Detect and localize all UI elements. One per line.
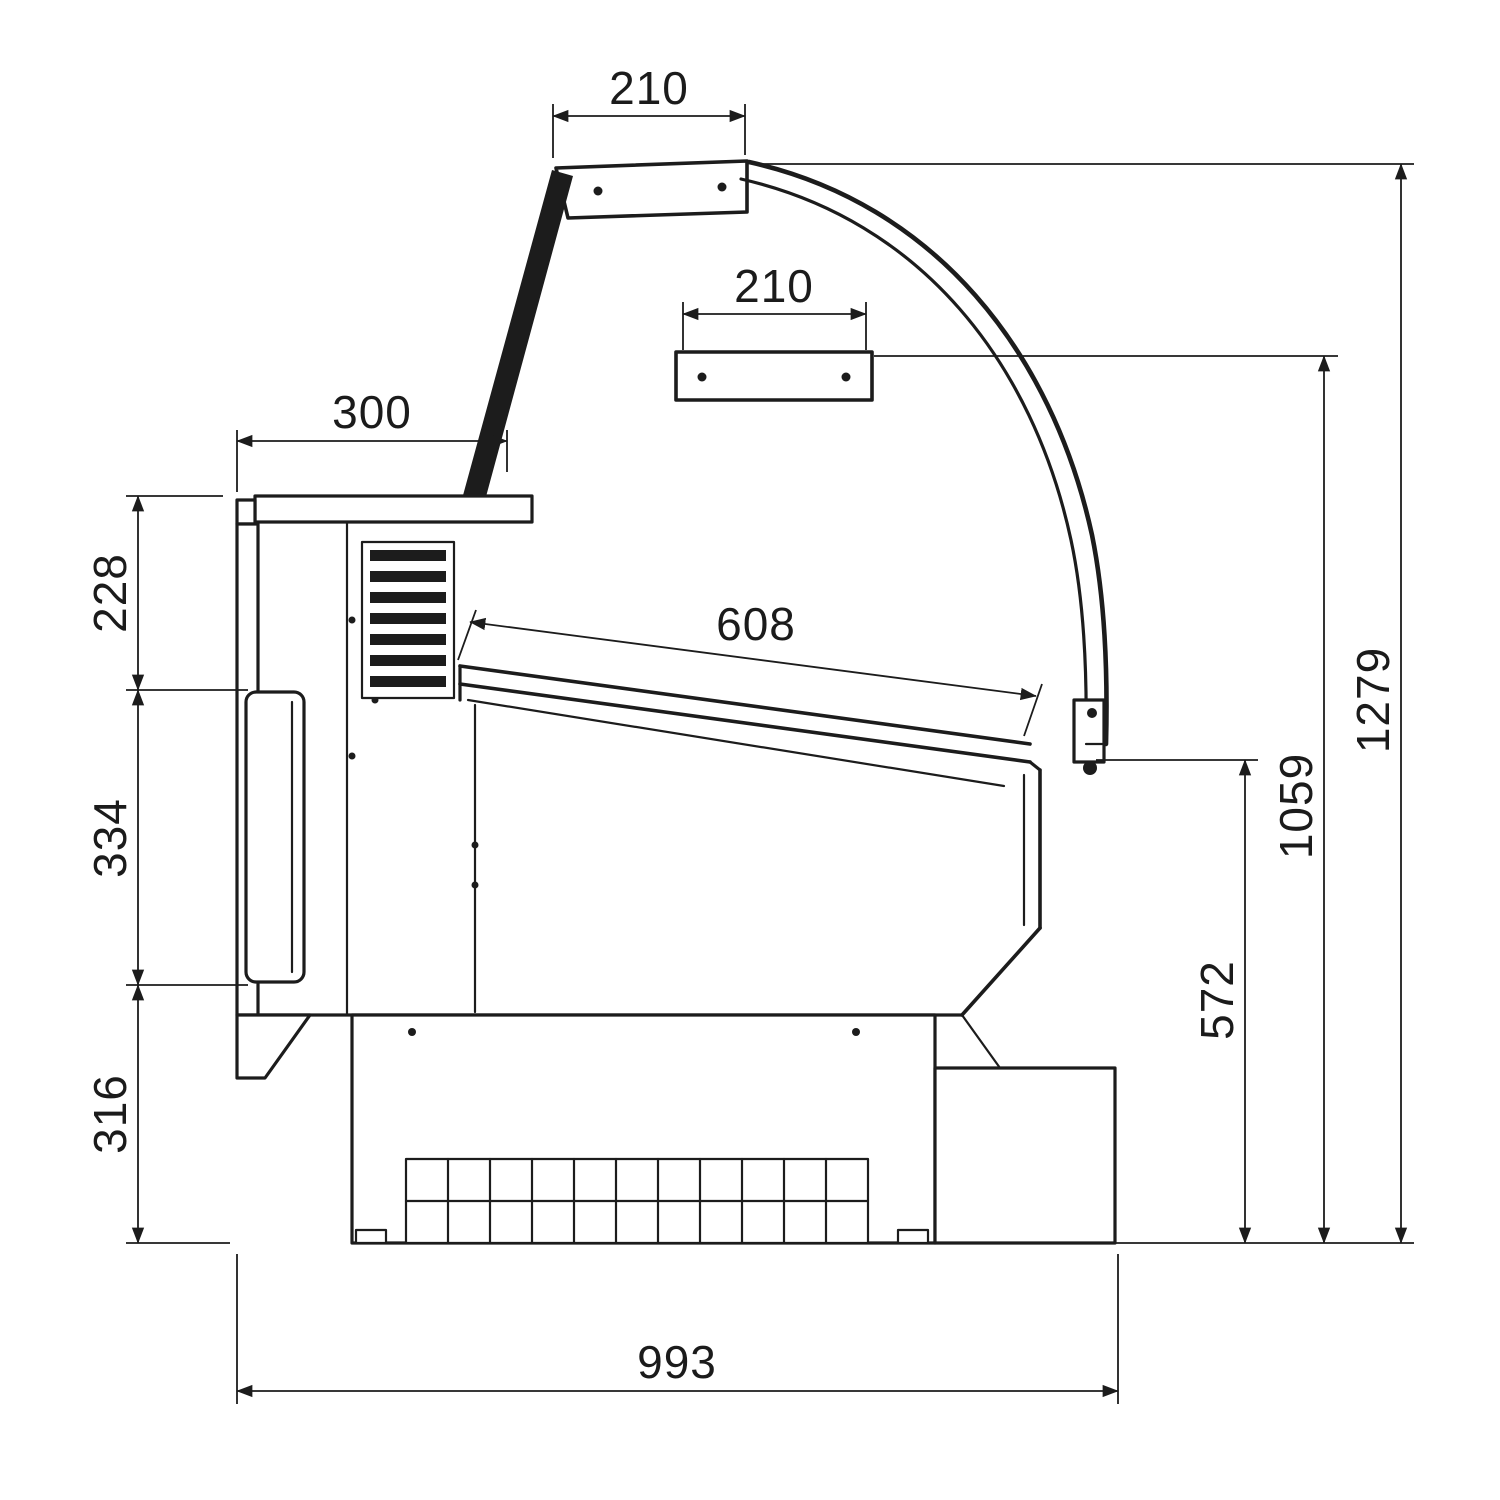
screw-dot <box>471 881 479 889</box>
glass-end-handle <box>1072 698 1106 775</box>
dim-left-chain: 228 334 316 <box>84 495 248 1244</box>
dim-front-glass-bottom-height: 572 <box>1096 759 1258 1244</box>
dim-bracket-width: 210 <box>682 260 867 350</box>
front-curved-glass <box>739 159 1109 747</box>
dim-label-rear-panel-height: 334 <box>84 798 136 878</box>
dim-label-deck-length: 608 <box>716 598 796 650</box>
glass-support-strut <box>462 170 573 504</box>
front-panel <box>960 760 1042 1017</box>
screw-dot <box>348 616 356 624</box>
screw-dot <box>408 1028 416 1036</box>
screw-dot <box>841 372 851 382</box>
machine-feet <box>354 1228 930 1245</box>
light-bracket <box>674 350 874 402</box>
dim-counter-depth: 300 <box>236 386 508 492</box>
rear-counter-top <box>235 494 534 526</box>
dim-label-overall-height: 1279 <box>1347 647 1399 753</box>
ventilation-grille <box>404 1157 870 1245</box>
dim-label-rear-upper-height: 228 <box>84 553 136 633</box>
rear-access-panel <box>244 690 306 984</box>
dim-label-base-height: 316 <box>84 1074 136 1154</box>
dim-overall-depth: 993 <box>236 1254 1119 1404</box>
dim-label-glass-bracket-height: 1059 <box>1270 753 1322 859</box>
display-deck <box>458 664 1032 1014</box>
screw-dot <box>593 186 603 196</box>
dim-glass-bracket-height: 1059 <box>874 355 1338 1244</box>
screw-dot <box>717 182 727 192</box>
canopy-light-housing <box>554 159 749 220</box>
condensing-unit <box>933 1013 1117 1245</box>
screw-dot <box>348 752 356 760</box>
dim-canopy-width: 210 <box>552 62 746 158</box>
dim-label-counter-depth: 300 <box>332 386 412 438</box>
dim-label-front-glass-bottom-height: 572 <box>1191 960 1243 1040</box>
screw-dot <box>471 841 479 849</box>
dim-label-bracket-width: 210 <box>734 260 814 312</box>
dim-label-canopy-width: 210 <box>609 62 689 114</box>
screw-dot <box>697 372 707 382</box>
dim-label-overall-depth: 993 <box>637 1336 717 1388</box>
screw-dot <box>852 1028 860 1036</box>
dim-deck-length: 608 <box>457 598 1043 737</box>
dim-overall-height: 1279 <box>757 163 1414 1244</box>
evaporator-coil <box>360 540 456 700</box>
